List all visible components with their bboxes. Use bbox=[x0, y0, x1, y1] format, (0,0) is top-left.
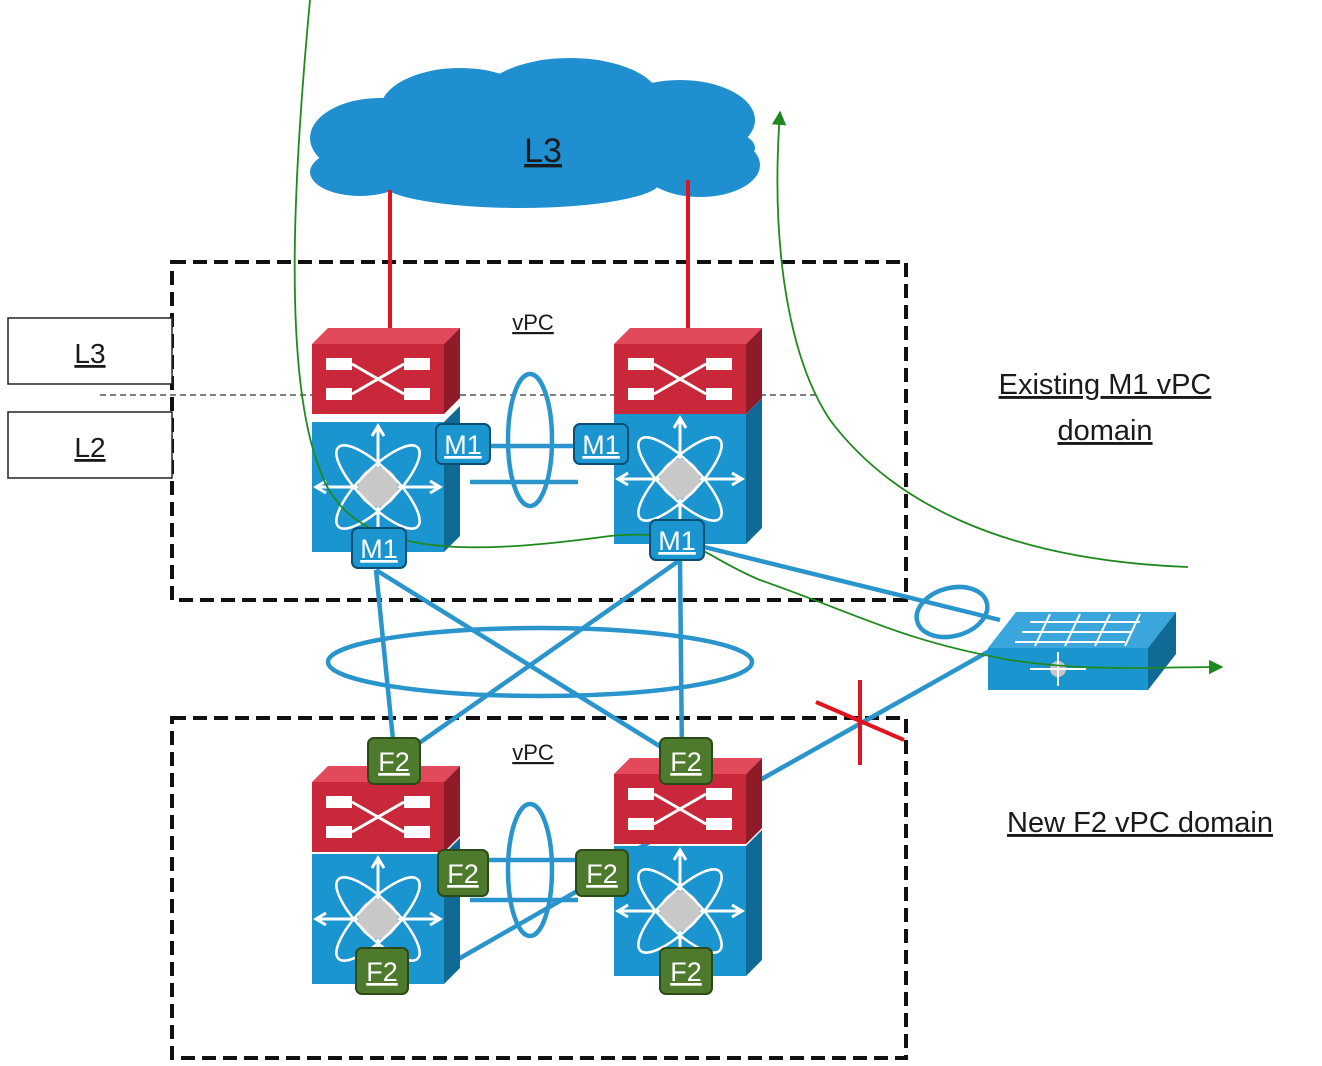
svg-text:M1: M1 bbox=[582, 430, 620, 460]
port-m1-top-down-right: M1 bbox=[649, 519, 705, 561]
existing-domain-label-line2: domain bbox=[1057, 415, 1152, 447]
l3-cloud bbox=[310, 58, 760, 208]
top-vpc-label: vPC bbox=[512, 310, 554, 335]
svg-text:F2: F2 bbox=[378, 747, 410, 777]
port-f2-bot-up-right: F2 bbox=[659, 737, 713, 785]
cloud-label: L3 bbox=[524, 132, 562, 170]
svg-text:M1: M1 bbox=[444, 430, 482, 460]
port-m1-top-peer-right: M1 bbox=[573, 423, 629, 465]
port-f2-bot-down-right: F2 bbox=[659, 947, 713, 995]
bottom-right-switch bbox=[612, 756, 764, 978]
svg-text:F2: F2 bbox=[670, 957, 702, 987]
svg-text:F2: F2 bbox=[366, 957, 398, 987]
bottom-vpc-label: vPC bbox=[512, 740, 554, 765]
port-m1-top-peer-left: M1 bbox=[435, 423, 491, 465]
port-f2-bot-down-left: F2 bbox=[355, 947, 409, 995]
svg-text:F2: F2 bbox=[447, 859, 479, 889]
top-right-switch bbox=[612, 326, 764, 546]
traffic-flow-path-2 bbox=[771, 110, 1189, 568]
svg-text:M1: M1 bbox=[360, 534, 398, 564]
existing-domain-label-line1: Existing M1 vPC bbox=[999, 369, 1212, 401]
port-f2-bot-peer-right: F2 bbox=[575, 849, 629, 897]
svg-text:F2: F2 bbox=[586, 859, 618, 889]
access-switch bbox=[988, 612, 1176, 690]
svg-text:F2: F2 bbox=[670, 747, 702, 777]
traffic-flow-path-1 bbox=[293, 0, 1224, 675]
blocked-link-x-icon bbox=[815, 680, 905, 765]
svg-text:M1: M1 bbox=[658, 526, 696, 556]
port-f2-bot-up-left: F2 bbox=[367, 737, 421, 785]
l3-layer-label: L3 bbox=[74, 338, 105, 369]
new-domain-label: New F2 vPC domain bbox=[1007, 807, 1273, 839]
port-channel-rings bbox=[325, 371, 990, 939]
l3-layer-box bbox=[7, 317, 173, 385]
bottom-vpc-domain-box bbox=[170, 716, 908, 1060]
inter-tier-links bbox=[373, 443, 1002, 967]
port-m1-top-down-left: M1 bbox=[351, 527, 407, 569]
port-f2-bot-peer-left: F2 bbox=[437, 849, 489, 897]
l2-layer-label: L2 bbox=[74, 432, 105, 463]
l2-layer-box bbox=[7, 411, 173, 479]
